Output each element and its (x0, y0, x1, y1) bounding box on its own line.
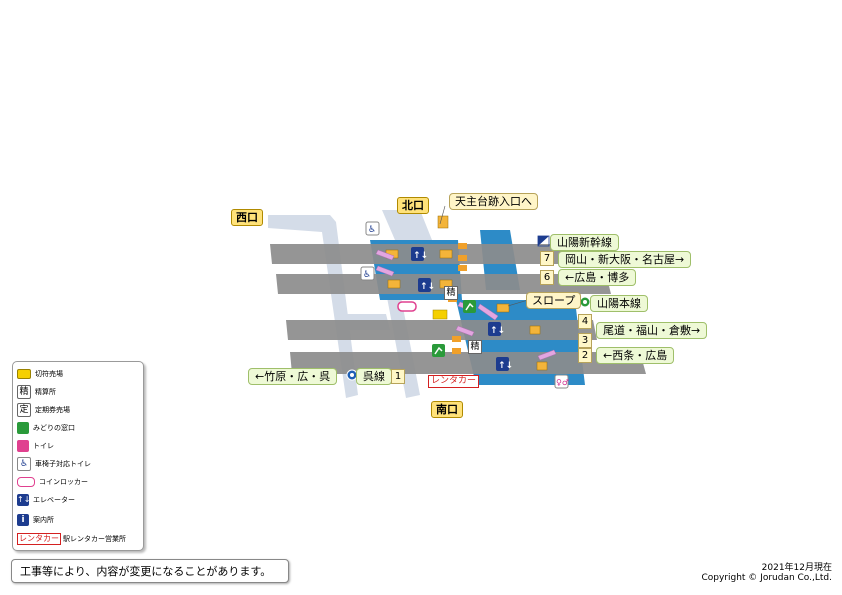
exit-north-label: 北口 (397, 197, 429, 214)
coin-locker-icon (17, 477, 35, 487)
footer-copyright: Copyright © Jorudan Co.,Ltd. (701, 573, 832, 583)
information-icon: i (17, 514, 29, 526)
stairs-marker (452, 336, 461, 342)
legend-item: みどりの窓口 (17, 420, 75, 436)
platform-destination: ←広島・博多 (558, 269, 637, 286)
midori-window-icon (463, 300, 476, 313)
platform-number: 1 (391, 369, 405, 384)
kure-line-label: 呉線 (356, 368, 392, 385)
platform-destination: ←竹原・広・呉 (248, 368, 338, 385)
elevator-icon: ↑↓ (17, 494, 31, 506)
platform-number: 2 (578, 348, 592, 363)
coin-locker-icon (397, 301, 417, 312)
platform-number: 7 (540, 251, 554, 266)
platform-number: 6 (540, 270, 554, 285)
platform-number: 3 (578, 333, 592, 348)
platform-destination: ←西条・広島 (596, 347, 675, 364)
ticket-machine-icon (432, 309, 448, 320)
legend-item: 切符売場 (17, 366, 63, 382)
svg-text:♀♂: ♀♂ (556, 378, 569, 387)
platform-2-1 (290, 352, 646, 374)
stairs-marker (458, 255, 467, 261)
legend-item: ♿ 車椅子対応トイレ (17, 456, 91, 472)
legend-item: トイレ (17, 438, 54, 454)
legend-item: 精 精算所 (17, 384, 56, 400)
accessible-toilet-icon (360, 266, 375, 281)
accessible-toilet-icon (365, 221, 380, 236)
legend-item: レンタカー 駅レンタカー営業所 (17, 533, 126, 545)
ticket-machine-icon (17, 369, 31, 379)
midori-window-icon (432, 344, 445, 357)
legend-panel: 切符売場 精 精算所 定 定期券売場 みどりの窓口 トイレ ♿ 車椅子対応トイレ… (12, 361, 144, 551)
stairs-marker (458, 243, 467, 249)
elevator-icon (411, 247, 509, 371)
commuter-pass-icon: 定 (17, 403, 31, 417)
svg-text:♿: ♿ (363, 270, 371, 280)
legend-item: コインロッカー (17, 474, 88, 490)
rental-car-icon: レンタカー (17, 533, 61, 545)
stairs-marker (458, 265, 467, 271)
slope-callout: スロープ (526, 292, 582, 309)
platform-number: 4 (578, 314, 592, 329)
svg-text:↑↓: ↑↓ (413, 251, 428, 261)
legend-item: 定 定期券売場 (17, 402, 70, 418)
midori-window-icon (17, 422, 29, 434)
legend-item: ↑↓ エレベーター (17, 494, 75, 506)
accessible-toilet-icon: ♿ (17, 457, 31, 471)
footer-date: 2021年12月現在 (761, 563, 832, 573)
stairs-marker (452, 348, 461, 354)
sanyo-line-label: 山陽本線 (590, 295, 648, 312)
shinkansen-line-label: 山陽新幹線 (550, 234, 619, 251)
castle-ruins-callout: 天主台跡入口へ (449, 193, 538, 210)
legend-item: i 案内所 (17, 512, 54, 528)
svg-text:♿: ♿ (368, 225, 376, 235)
toilet-icon (17, 440, 29, 452)
stairs-icon (385, 215, 548, 371)
north-walkway (382, 210, 432, 240)
platform-destination: 尾道・福山・倉敷→ (596, 322, 708, 339)
fare-adjust-icon: 精 (468, 340, 482, 354)
svg-text:↑↓: ↑↓ (498, 361, 513, 371)
shinkansen-marker (538, 236, 549, 246)
notice-box: 工事等により、内容が変更になることがあります。 (11, 559, 289, 583)
exit-west-label: 西口 (231, 209, 263, 226)
svg-text:↑↓: ↑↓ (420, 282, 435, 292)
fare-adjust-icon: 精 (444, 286, 458, 300)
fare-adjust-icon: 精 (17, 385, 31, 399)
platform-destination: 岡山・新大阪・名古屋→ (558, 251, 692, 268)
exit-south-label: 南口 (431, 401, 463, 418)
toilet-icon (554, 374, 569, 389)
platform-4-3 (286, 320, 597, 340)
rental-car-label: レンタカー (428, 375, 480, 388)
svg-text:↑↓: ↑↓ (490, 326, 505, 336)
